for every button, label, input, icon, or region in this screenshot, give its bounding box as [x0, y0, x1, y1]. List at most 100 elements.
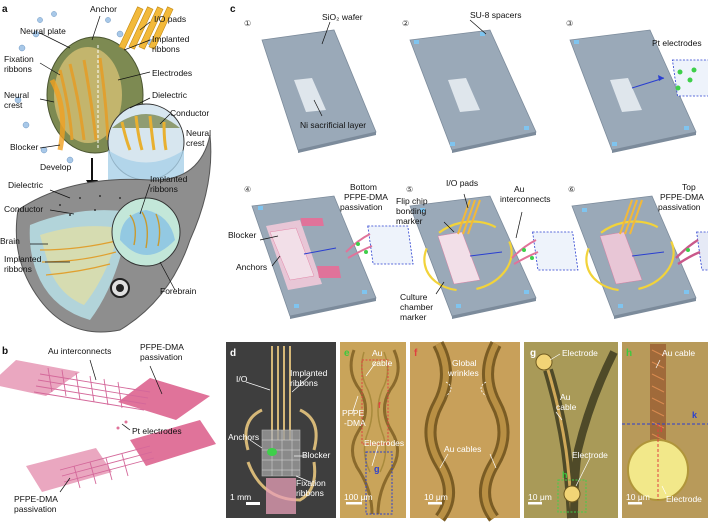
- label-g-cable: cable: [556, 402, 577, 412]
- label-h-electrode: Electrode: [666, 494, 702, 504]
- label-f-wrinkles: wrinkles: [447, 368, 479, 378]
- label-g-h-marker: h: [562, 470, 568, 480]
- step-4-number: ④: [244, 185, 251, 194]
- step-6-label-top: Top: [682, 182, 696, 192]
- label-pfpe-bottom: PFPE-DMA: [14, 494, 58, 504]
- label-dielectric-top: Dielectric: [152, 90, 188, 100]
- step-1: ① SiO₂ wafer Ni sacrificial layer: [244, 12, 377, 153]
- label-forebrain: Forebrain: [160, 286, 197, 296]
- label-implanted-ribbons-bottom: Implanted: [4, 254, 42, 264]
- label-neural-crest-left: Neural: [4, 90, 29, 100]
- panel-e: e Au cable PFPE -DMA Electrodes f g 100 …: [340, 342, 406, 518]
- zoom-circle-top: [107, 103, 185, 181]
- step-6: ⑥ Top PFPE-DMA passivation: [568, 182, 708, 319]
- panel-b-leaders: [59, 359, 163, 493]
- step-2-number: ②: [402, 19, 409, 28]
- label-h-k-marker: k: [692, 410, 698, 420]
- label-f-au-cables: Au cables: [444, 444, 481, 454]
- step-4-label-passivation: passivation: [340, 202, 383, 212]
- panel-c: c ① SiO₂ wafer Ni sacrificial layer ② SU…: [228, 4, 708, 322]
- step-4-label-anchors: Anchors: [236, 262, 267, 272]
- label-g-scale: 10 μm: [528, 492, 552, 502]
- panel-a-leaders: [30, 15, 176, 291]
- label-neural-crest-left-2: crest: [4, 100, 23, 110]
- label-neural-crest-right-2: crest: [186, 138, 205, 148]
- panel-g: g Electrode Au cable Electrode h 10 μm: [524, 342, 618, 519]
- panel-b-letter: b: [2, 346, 8, 357]
- panel-f-letter: f: [414, 348, 418, 359]
- step-2: ② SU-8 spacers: [402, 10, 537, 153]
- label-e-f-marker: f: [378, 401, 381, 410]
- label-g-electrode-bottom: Electrode: [572, 450, 608, 460]
- panel-a: a: [0, 4, 212, 333]
- label-d-implanted: Implanted: [290, 368, 328, 378]
- label-d-blocker: Blocker: [302, 450, 331, 460]
- label-e-pfpe: PFPE: [342, 408, 365, 418]
- label-e-g-marker: g: [374, 464, 380, 474]
- panel-a-letter: a: [2, 4, 8, 15]
- panel-b: b Au interconnects: [0, 342, 216, 514]
- label-dielectric-bottom: Dielectric: [8, 180, 44, 190]
- step-3: ③ Pt electrodes: [566, 19, 708, 153]
- step-5-label-interconnects: interconnects: [500, 194, 551, 204]
- step-6-number: ⑥: [568, 185, 575, 194]
- label-anchor: Anchor: [90, 4, 117, 14]
- step-4-label-bottom: Bottom: [350, 182, 377, 192]
- panel-d: d I/O Implanted ribbons Anchors Blocker …: [226, 342, 336, 518]
- label-conductor-bottom: Conductor: [4, 204, 43, 214]
- step-3-number: ③: [566, 19, 573, 28]
- exploded-layers: [0, 360, 216, 492]
- label-h-scale: 10 μm: [626, 492, 650, 502]
- label-neural-crest-right: Neural: [186, 128, 211, 138]
- label-implanted-ribbons-bottom-2: ribbons: [4, 264, 32, 274]
- step-6-label-passivation: passivation: [658, 202, 701, 212]
- label-pfpe-bottom-2: passivation: [14, 504, 57, 514]
- label-io-pads: I/O pads: [154, 14, 186, 24]
- label-e-scale: 100 μm: [344, 492, 373, 502]
- step-4: ④ Bottom PFPE-DMA passivation Blocker An…: [228, 182, 414, 319]
- label-implanted-ribbons-top-2: ribbons: [152, 44, 180, 54]
- panel-c-letter: c: [230, 4, 236, 15]
- label-e-au: Au: [372, 348, 383, 358]
- label-pfpe-top: PFPE-DMA: [140, 342, 184, 352]
- label-d-anchors: Anchors: [228, 432, 259, 442]
- panel-h-letter: h: [626, 348, 632, 359]
- step-5-number: ⑤: [406, 185, 413, 194]
- step-5-label-io: I/O pads: [446, 178, 478, 188]
- io-pads-illustration: [118, 6, 174, 50]
- panel-d-letter: d: [230, 348, 236, 359]
- panel-e-letter: e: [344, 348, 350, 359]
- step-5-label-chamber-marker: marker: [400, 312, 427, 322]
- label-pt-electrodes: Pt electrodes: [132, 426, 182, 436]
- label-d-io: I/O: [236, 374, 248, 384]
- step-5-label-flip: Flip chip: [396, 196, 428, 206]
- label-f-scale: 10 μm: [424, 492, 448, 502]
- zoom-circle-bottom: [111, 197, 181, 267]
- label-implanted-ribbons-mid: Implanted: [150, 174, 188, 184]
- panel-g-letter: g: [530, 348, 536, 359]
- label-fixation: Fixation: [4, 54, 34, 64]
- step-4-label-pfpe: PFPE-DMA: [344, 192, 388, 202]
- label-d-fixation: Fixation: [296, 478, 326, 488]
- step-5-label-au: Au: [514, 184, 525, 194]
- label-blocker: Blocker: [10, 142, 39, 152]
- label-neural-plate: Neural plate: [20, 26, 66, 36]
- label-d-fixation-2: ribbons: [296, 488, 324, 498]
- label-implanted-ribbons-top: Implanted: [152, 34, 190, 44]
- label-d-scale: 1 mm: [230, 492, 251, 502]
- label-develop: Develop: [40, 162, 71, 172]
- label-g-au: Au: [560, 392, 571, 402]
- panel-f: f Global wrinkles Au cables 10 μm: [410, 341, 520, 522]
- label-h-au-cable: Au cable: [662, 348, 695, 358]
- label-d-implanted-2: ribbons: [290, 378, 318, 388]
- step-1-label-wafer: SiO₂ wafer: [322, 12, 363, 22]
- label-g-electrode-top: Electrode: [562, 348, 598, 358]
- step-5-label-chamber: chamber: [400, 302, 433, 312]
- label-brain: Brain: [0, 236, 20, 246]
- step-5-label-marker: marker: [396, 216, 423, 226]
- step-5: ⑤ I/O pads Au interconnects Flip chip: [396, 178, 579, 322]
- step-1-label-ni: Ni sacrificial layer: [300, 120, 366, 130]
- label-e-cable: cable: [372, 358, 393, 368]
